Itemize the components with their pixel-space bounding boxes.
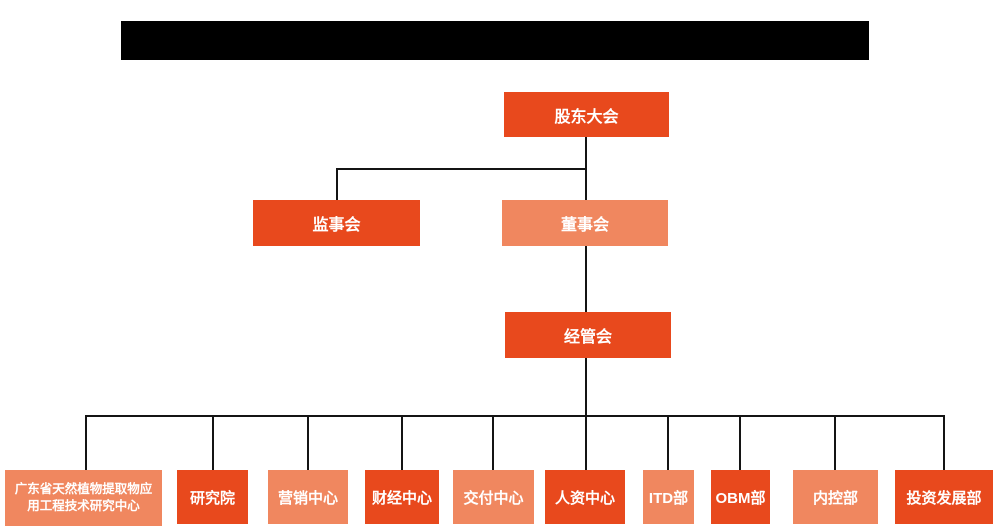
node-obm-department: OBM部 <box>711 470 770 524</box>
connector-line <box>834 415 836 471</box>
node-management-committee: 经管会 <box>505 312 671 358</box>
node-guangdong-research-center: 广东省天然植物提取物应用工程技术研究中心 <box>5 470 162 526</box>
connector-line <box>336 168 587 170</box>
node-hr-center: 人资中心 <box>545 470 625 524</box>
connector-line <box>336 168 338 201</box>
node-finance-center: 财经中心 <box>365 470 439 524</box>
node-delivery-center: 交付中心 <box>453 470 534 524</box>
connector-line <box>212 415 214 471</box>
connector-line <box>585 357 587 471</box>
connector-line <box>943 415 945 471</box>
node-marketing-center: 营销中心 <box>268 470 348 524</box>
connector-line <box>85 415 87 471</box>
node-shareholders-meeting: 股东大会 <box>504 92 669 137</box>
connector-line <box>85 415 945 417</box>
node-investment-development-department: 投资发展部 <box>895 470 993 524</box>
connector-line <box>585 136 587 169</box>
node-internal-control-department: 内控部 <box>793 470 878 524</box>
connector-line <box>401 415 403 471</box>
connector-line <box>307 415 309 471</box>
connector-line <box>585 245 587 313</box>
connector-line <box>585 168 587 201</box>
connector-line <box>739 415 741 471</box>
connector-line <box>667 415 669 471</box>
connector-line <box>492 415 494 471</box>
redacted-title-bar <box>121 21 869 60</box>
node-research-institute: 研究院 <box>177 470 248 524</box>
node-board-of-directors: 董事会 <box>502 200 668 246</box>
node-itd-department: ITD部 <box>643 470 694 524</box>
node-supervisory-board: 监事会 <box>253 200 420 246</box>
